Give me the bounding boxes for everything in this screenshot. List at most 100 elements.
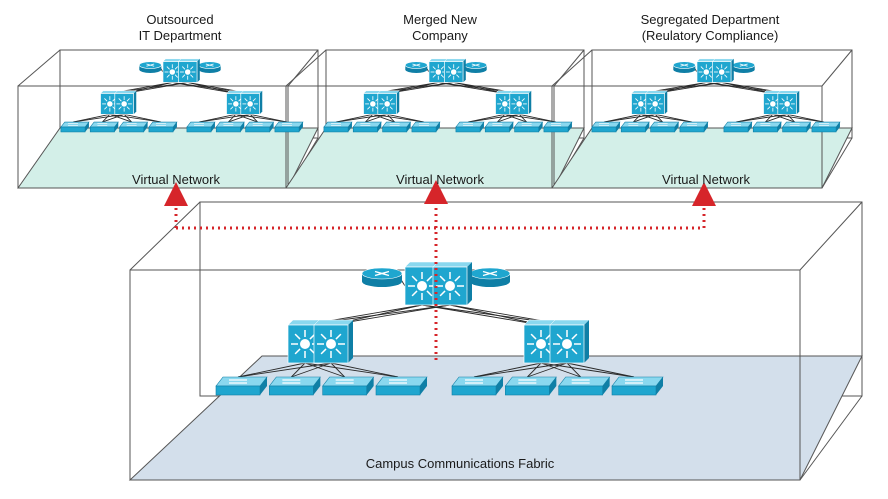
network-link [527, 362, 542, 378]
workgroup-switch-icon [352, 121, 382, 133]
network-link [640, 113, 693, 123]
floor-labels: Virtual Network Virtual Network Virtual … [132, 172, 750, 471]
workgroup-switch-icon [322, 376, 375, 396]
network-link [123, 114, 132, 123]
workgroup-switch-icon [268, 376, 321, 396]
campus-fabric-box [128, 201, 863, 481]
router-icon [732, 61, 756, 73]
workgroup-switch-icon [451, 376, 504, 396]
workgroup-switch-icon [186, 121, 216, 133]
vn-3-title-line2: (Reulatory Compliance) [642, 28, 779, 43]
network-link [372, 113, 395, 123]
workgroup-switch-icon [752, 121, 782, 133]
network-link [786, 114, 795, 123]
box-edge [17, 49, 61, 87]
network-link [640, 113, 663, 123]
virtualization-paths [164, 180, 716, 360]
workgroup-switch-icon [591, 121, 621, 133]
workgroup-switch-icon [611, 376, 664, 396]
workgroup-switch-icon [148, 121, 178, 133]
network-link [518, 114, 527, 123]
workgroup-switch-icon [381, 121, 412, 133]
fabric-floor-label: Campus Communications Fabric [366, 456, 555, 471]
workgroup-switch-icon [543, 121, 573, 133]
box-edge [799, 395, 863, 481]
vn-1-title-line2: IT Department [139, 28, 222, 43]
network-link [421, 304, 542, 326]
network-link [372, 113, 425, 123]
network-link [497, 114, 506, 123]
network-link [772, 113, 795, 123]
box-edge [551, 49, 593, 87]
multilayer-switch-icon [645, 90, 668, 115]
network-link [291, 362, 306, 378]
multilayer-switch-icon [443, 58, 467, 83]
vn-2-title-line1: Merged New [403, 12, 477, 27]
network-link [235, 113, 288, 123]
box-edge [285, 49, 327, 87]
workgroup-switch-icon [455, 121, 485, 133]
vn-1-title-line1: Outsourced [146, 12, 213, 27]
network-link [237, 362, 306, 378]
network-link [566, 362, 581, 378]
multilayer-switch-icon [509, 90, 532, 115]
network-link [304, 362, 399, 378]
workgroup-switch-icon [781, 121, 812, 133]
network-link [519, 113, 557, 123]
network-link [365, 114, 374, 123]
network-link [787, 113, 825, 123]
network-link [291, 362, 332, 378]
network-link [109, 113, 132, 123]
workgroup-switch-icon [60, 121, 90, 133]
network-link [540, 362, 581, 378]
network-link [109, 113, 162, 123]
vn-2-title-line2: Company [412, 28, 468, 43]
network-link [235, 113, 258, 123]
workgroup-switch-icon [723, 121, 753, 133]
workgroup-switch-icon [620, 121, 650, 133]
network-devices [60, 58, 841, 396]
router-icon [404, 61, 428, 73]
multilayer-switch-icon [177, 58, 201, 83]
network-link [304, 362, 345, 378]
vn-3-title-line1: Segregated Department [641, 12, 780, 27]
router-icon [469, 267, 511, 287]
vn-3-floor-label: Virtual Network [662, 172, 750, 187]
workgroup-switch-icon [649, 121, 680, 133]
workgroup-switch-icon [679, 121, 709, 133]
network-link [237, 362, 332, 378]
box-edge [129, 201, 201, 271]
network-link [655, 113, 693, 123]
workgroup-switch-icon [274, 121, 304, 133]
network-link [228, 114, 237, 123]
multilayer-switch-icon [549, 319, 590, 364]
multilayer-switch-icon [313, 319, 354, 364]
workgroup-switch-icon [411, 121, 441, 133]
box-edge [821, 137, 853, 189]
workgroup-switch-icon [513, 121, 544, 133]
vn-2-floor-label: Virtual Network [396, 172, 484, 187]
workgroup-switch-icon [118, 121, 149, 133]
network-link [387, 113, 425, 123]
network-link [250, 113, 288, 123]
router-icon [361, 267, 403, 287]
workgroup-switch-icon [375, 376, 428, 396]
network-link [473, 362, 542, 378]
virtual-network-titles: Outsourced IT Department Merged New Comp… [139, 12, 780, 43]
virtual-network-boxes [17, 49, 853, 189]
multilayer-switch-icon [432, 261, 473, 306]
vn-1-floor-label: Virtual Network [132, 172, 220, 187]
network-link [527, 362, 568, 378]
network-link [330, 362, 399, 378]
multilayer-switch-icon [240, 90, 263, 115]
router-icon [464, 61, 488, 73]
workgroup-switch-icon [89, 121, 119, 133]
network-link [633, 114, 642, 123]
router-icon [139, 61, 162, 73]
network-links [72, 67, 825, 378]
workgroup-switch-icon [215, 376, 268, 396]
box-edge [821, 49, 853, 87]
network-link [765, 114, 774, 123]
workgroup-switch-icon [504, 376, 557, 396]
